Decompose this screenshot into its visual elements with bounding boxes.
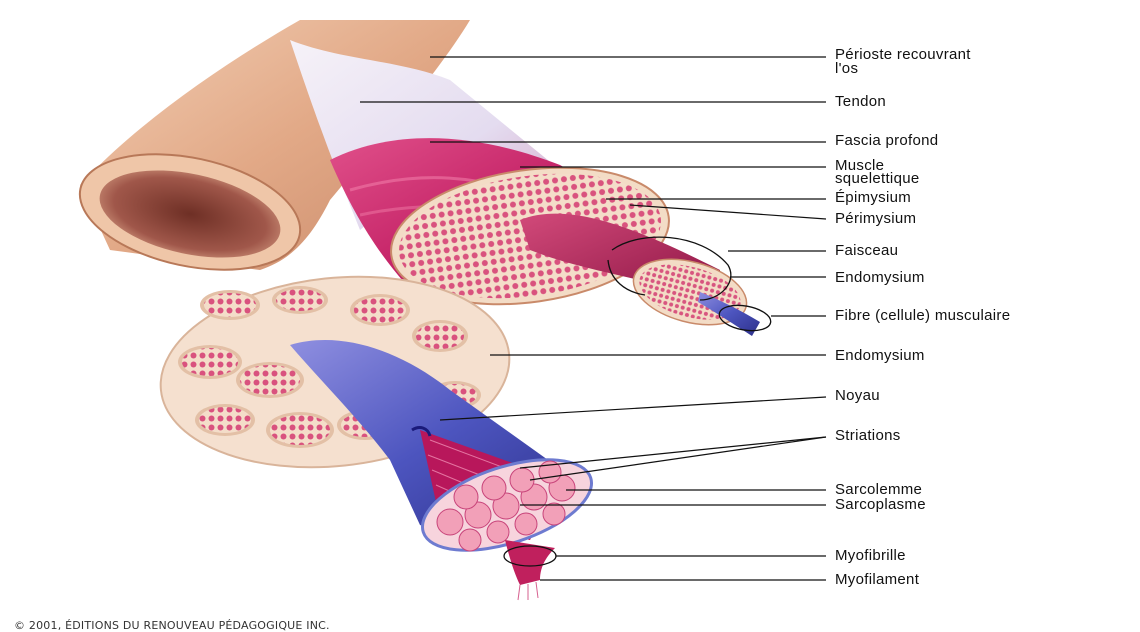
leader-line-striations-a — [520, 437, 826, 468]
label-periosteum-line2: l'os — [835, 62, 858, 76]
label-tendon: Tendon — [835, 95, 886, 109]
label-fascicle: Faisceau — [835, 244, 898, 258]
label-perimysium: Périmysium — [835, 212, 916, 226]
copyright-notice: © 2001, ÉDITIONS DU RENOUVEAU PÉDAGOGIQU… — [14, 619, 330, 632]
label-deep-fascia: Fascia profond — [835, 134, 938, 148]
label-skeletal-muscle-line2: squelettique — [835, 172, 920, 186]
leader-line-nucleus — [440, 397, 826, 420]
label-myofibril: Myofibrille — [835, 549, 906, 563]
label-sarcoplasm: Sarcoplasme — [835, 498, 926, 512]
leader-line-striations-b — [530, 437, 826, 480]
label-endomysium-top: Endomysium — [835, 271, 925, 285]
label-sarcolemma: Sarcolemme — [835, 483, 922, 497]
label-striations: Striations — [835, 429, 901, 443]
label-nucleus: Noyau — [835, 389, 880, 403]
label-muscle-fiber: Fibre (cellule) musculaire — [835, 309, 1010, 323]
label-endomysium-bottom: Endomysium — [835, 349, 925, 363]
label-epimysium: Épimysium — [835, 191, 911, 205]
label-myofilament: Myofilament — [835, 573, 919, 587]
